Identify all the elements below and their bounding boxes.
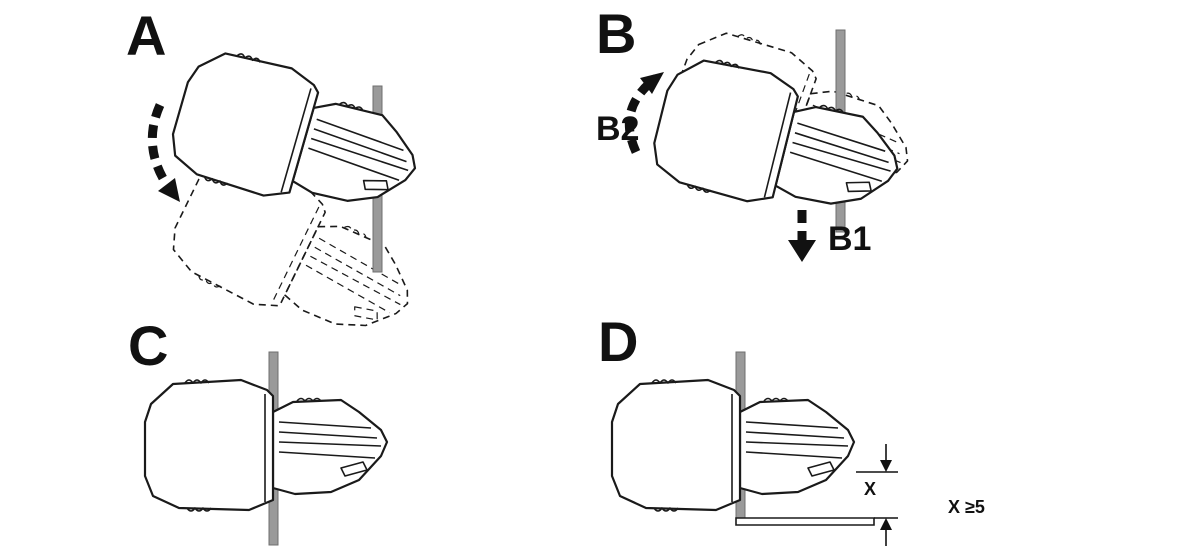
device-solid — [610, 378, 856, 513]
rotate-up-arrowhead-icon-b2 — [640, 72, 664, 94]
panel-d-label: D — [598, 310, 639, 373]
rail-flange-bracket — [735, 517, 875, 526]
panel-b-label: B — [596, 2, 637, 65]
panel-b-drawing — [624, 18, 930, 262]
dim-arrowhead-up-icon — [880, 518, 892, 530]
step-b2-label: B2 — [596, 110, 640, 148]
dim-arrowhead-down-icon — [880, 460, 892, 472]
step-b1-label: B1 — [828, 220, 872, 258]
device-solid — [143, 378, 389, 513]
rotate-down-arrow-icon — [147, 103, 176, 195]
panel-c-drawing — [143, 351, 389, 546]
device-solid — [644, 48, 914, 237]
device-solid — [162, 40, 434, 236]
dimension-x-min-label: X ≥5 — [948, 497, 985, 517]
panel-d-drawing — [610, 351, 898, 546]
panel-a-drawing — [147, 40, 436, 367]
dimension-x-label: X — [864, 479, 877, 499]
rotate-down-arrowhead-icon — [158, 178, 180, 202]
panel-c-label: C — [128, 314, 169, 377]
panel-a-label: A — [126, 4, 167, 67]
push-down-arrowhead-icon-b1 — [788, 240, 816, 262]
